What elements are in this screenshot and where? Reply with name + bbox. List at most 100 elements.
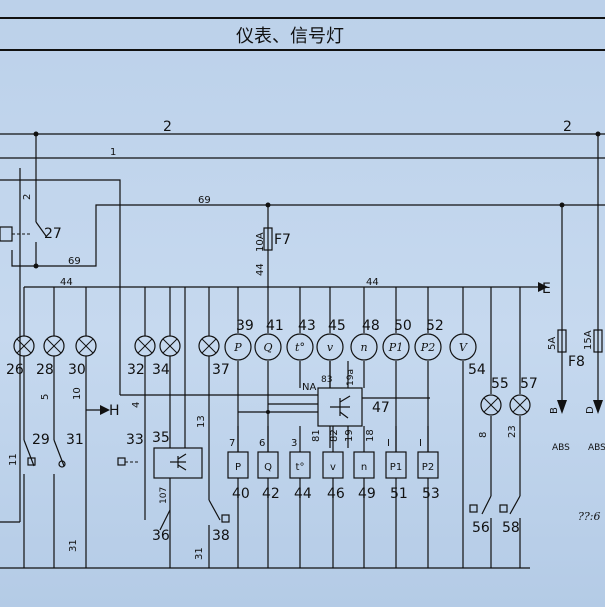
lamp-57: 57 [509, 376, 538, 416]
gauge-circle [286, 333, 314, 361]
sender-symbol: P [235, 462, 241, 473]
page-title: 仪表、信号灯 [236, 26, 344, 47]
switch-29[interactable]: 11 29 [8, 432, 50, 568]
sender-label: 49 [358, 486, 376, 502]
module-47-collector [339, 395, 351, 403]
sender-symbol: t° [296, 462, 305, 473]
gauge-circle [414, 333, 442, 361]
lamp-cross [46, 338, 62, 354]
arrow-h [100, 405, 110, 415]
sender-wire-label: I [387, 438, 390, 449]
wire-31b-label: 31 [194, 547, 205, 560]
voltmeter-symbol: V [459, 341, 468, 354]
lamp-circle [43, 335, 65, 357]
module-47-emitter [339, 411, 349, 419]
margin-note: ??:6 [578, 510, 601, 523]
switch-31[interactable]: 31 31 [53, 432, 84, 568]
lamp-label: 57 [520, 376, 538, 392]
module-47-label: 47 [372, 400, 390, 416]
voltmeter-label: 54 [468, 362, 486, 378]
lamp-circle [75, 335, 97, 357]
junction-dot [33, 263, 39, 269]
gauge-symbol: P1 [388, 341, 403, 354]
gauge-41: Q 41 [254, 287, 284, 452]
relay-contact [35, 221, 47, 237]
switch-38[interactable]: 38 31 [194, 499, 230, 568]
lamp-cross [16, 338, 32, 354]
lamp-circle [480, 394, 502, 416]
switch-56-label: 56 [472, 520, 490, 536]
junction-dot [559, 202, 565, 208]
arrow-e-label: E [542, 281, 551, 297]
wire-69-label-left: 69 [68, 256, 81, 267]
switch-31-label: 31 [66, 432, 84, 448]
lamp-37-symbol [198, 335, 220, 357]
switch-38-label: 38 [212, 528, 230, 544]
sender-symbol: n [361, 462, 367, 473]
relay-35: 35 107 [152, 430, 203, 568]
bus-44-label-right: 44 [366, 277, 379, 288]
switch-36[interactable]: 36 [152, 509, 171, 544]
lamp-34: 34 [152, 335, 181, 378]
sender-label: 51 [390, 486, 408, 502]
sender-label: 46 [327, 486, 345, 502]
wire-19-label: 19 [344, 429, 355, 442]
fuse-f7 [263, 227, 273, 251]
gauge-label: 50 [394, 318, 412, 334]
lamp-label: 30 [68, 362, 86, 378]
voltmeter-circle [449, 333, 477, 361]
lamp-30: 30 [68, 335, 97, 378]
lamp-cross [137, 338, 153, 354]
relay-coil [0, 226, 13, 242]
switch-36-contact [159, 509, 171, 531]
lamp-circle [134, 335, 156, 357]
relay-35-box [153, 447, 203, 479]
switch-58[interactable]: 58 [499, 495, 521, 568]
switch-33[interactable]: 33 [117, 432, 146, 520]
lamp-37-label: 37 [212, 362, 230, 378]
switch-29-contact [23, 439, 35, 467]
arrow-e [538, 282, 548, 292]
gauge-circle [382, 333, 410, 361]
gauge-symbol: Q [263, 341, 272, 354]
switch-58-label: 58 [502, 520, 520, 536]
lamp-cross [162, 338, 178, 354]
bus-44-label-left: 44 [60, 277, 73, 288]
bus-2-label-right: 2 [563, 119, 572, 135]
fuse-f7-name: F7 [274, 232, 291, 248]
gauge-48: n48 [350, 287, 380, 388]
module-47: 47 NA 83 19a 81 82 19 18 [238, 361, 430, 448]
bus-1-label: 1 [110, 147, 116, 158]
wire-10-label: 10 [72, 387, 83, 400]
lamp-circle [509, 394, 531, 416]
abs-label-1: ABS [552, 443, 570, 453]
sender-label: 40 [232, 486, 250, 502]
wire-83-label: 83 [321, 375, 332, 385]
lamp-group-left: 5 10 H [23, 287, 120, 568]
abs-label-2: ABS [588, 443, 605, 453]
switch-31-contact [53, 439, 65, 467]
relay-35-emitter [177, 464, 187, 471]
wire-4-label: 4 [131, 402, 142, 408]
arrow-d [593, 400, 603, 414]
gauge-label: 41 [266, 318, 284, 334]
switch-56[interactable]: 56 [469, 495, 492, 568]
wire-23-label: 23 [507, 425, 518, 438]
switch-56-actuator [469, 504, 478, 513]
fuse-f8-name: F8 [568, 354, 585, 370]
arrow-h-label: H [109, 403, 120, 419]
gauge-symbol: P [233, 341, 242, 354]
sender-wire-label: 6 [259, 438, 265, 449]
arrow-b [557, 400, 567, 414]
junction-dot [595, 131, 601, 137]
sender-symbol: v [330, 462, 336, 473]
